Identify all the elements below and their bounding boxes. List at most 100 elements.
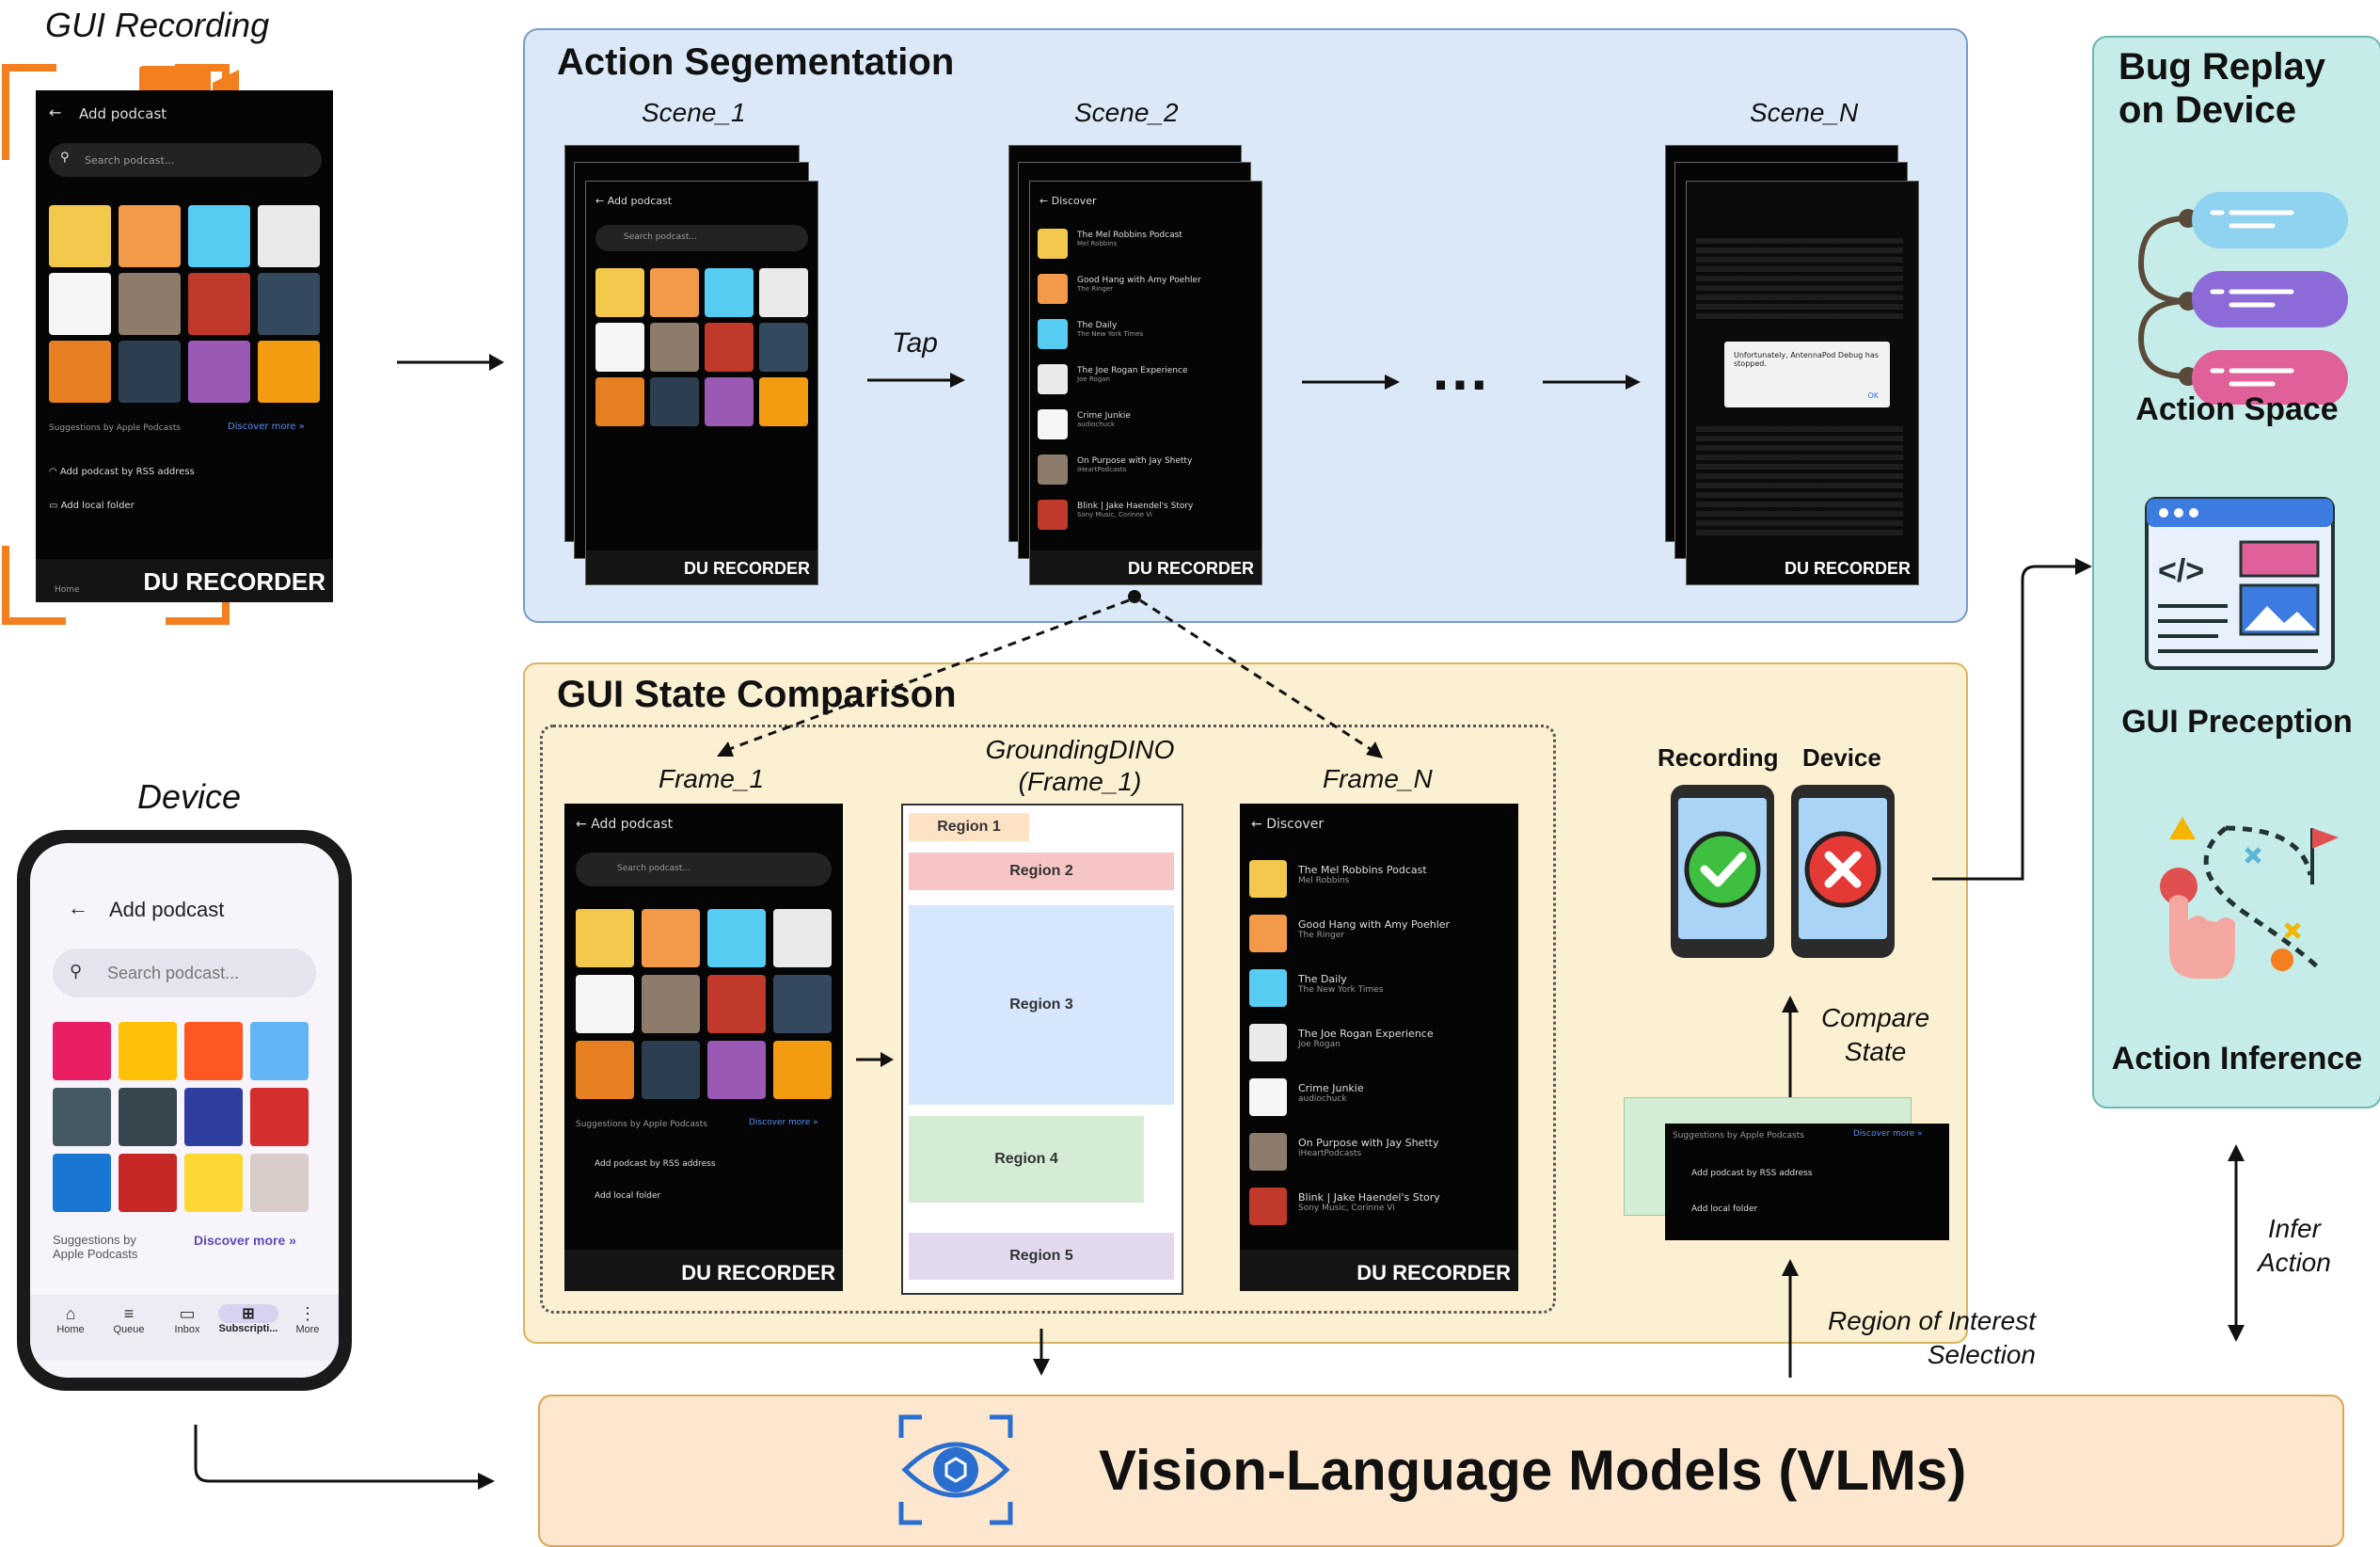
podcast-tile[interactable] (119, 1154, 177, 1212)
nav-home[interactable]: ⌂Home (47, 1304, 94, 1335)
podcast-tile[interactable] (595, 323, 644, 372)
error-ok-button[interactable]: OK (1867, 391, 1879, 400)
podcast-tile[interactable] (773, 975, 832, 1033)
error-message: Unfortunately, AntennaPod Debug has stop… (1734, 351, 1879, 368)
podcast-tile[interactable] (250, 1088, 309, 1146)
podcast-tile[interactable] (576, 909, 634, 967)
scene-n-label: Scene_N (1750, 98, 1859, 127)
podcast-tile[interactable] (119, 1088, 177, 1146)
podcast-tile[interactable] (184, 1154, 243, 1212)
podcast-tile[interactable] (705, 377, 754, 426)
arrow-compare-state (1782, 996, 1799, 1101)
back-arrow-icon[interactable]: ← (49, 104, 62, 121)
podcast-tile[interactable] (576, 975, 634, 1033)
search-input[interactable]: Search podcast... (595, 225, 808, 251)
roi-rss[interactable]: Add podcast by RSS address (1691, 1169, 1813, 1178)
podcast-thumb (1249, 915, 1287, 952)
podcast-tile[interactable] (759, 377, 808, 426)
podcast-tile[interactable] (49, 341, 111, 403)
nav-home[interactable]: Home (55, 585, 80, 595)
podcast-tile[interactable] (773, 909, 832, 967)
podcast-tile[interactable] (119, 341, 181, 403)
action-space-icon (2137, 192, 2348, 405)
back-arrow-icon[interactable]: ← (68, 896, 88, 919)
podcast-tile[interactable] (188, 273, 250, 335)
podcast-tile[interactable] (759, 268, 808, 317)
search-input[interactable]: ⚲ Search podcast... (49, 143, 322, 177)
nav-inbox[interactable]: ▭Inbox (164, 1304, 211, 1335)
scene-2-header: ← Discover (1039, 195, 1097, 207)
podcast-tile[interactable] (707, 975, 766, 1033)
podcast-tile[interactable] (576, 1041, 634, 1099)
podcast-tile[interactable] (707, 1041, 766, 1099)
podcast-tile[interactable] (49, 205, 111, 267)
search-input[interactable]: Search podcast... (576, 853, 832, 886)
podcast-tile[interactable] (250, 1022, 309, 1080)
podcast-thumb (1038, 274, 1068, 304)
podcast-title: Crime Junkie (1077, 411, 1131, 421)
search-icon: ⚲ (70, 962, 83, 981)
podcast-tile[interactable] (650, 323, 699, 372)
podcast-tile[interactable] (258, 273, 320, 335)
podcast-thumb (1249, 1188, 1287, 1225)
podcast-tile[interactable] (53, 1022, 111, 1080)
podcast-tile[interactable] (650, 268, 699, 317)
podcast-tile[interactable] (642, 909, 700, 967)
podcast-sub: The New York Times (1077, 330, 1144, 338)
podcast-tile[interactable] (250, 1154, 309, 1212)
podcast-sub: The Ringer (1298, 931, 1345, 940)
local-folder-item[interactable]: ▭ Add local folder (49, 501, 135, 511)
podcast-tile[interactable] (188, 341, 250, 403)
podcast-tile[interactable] (258, 341, 320, 403)
roi-local-folder[interactable]: Add local folder (1691, 1204, 1758, 1214)
podcast-tile[interactable] (184, 1022, 243, 1080)
nav-queue[interactable]: ≡Queue (105, 1304, 152, 1335)
action-segmentation-title: Action Segementation (557, 41, 955, 83)
podcast-tile[interactable] (119, 205, 181, 267)
podcast-tile[interactable] (184, 1088, 243, 1146)
nav-more[interactable]: ⋮More (284, 1304, 331, 1335)
podcast-tile[interactable] (642, 975, 700, 1033)
podcast-tile[interactable] (650, 377, 699, 426)
podcast-tile[interactable] (119, 273, 181, 335)
search-input[interactable]: ⚲ Search podcast... (53, 949, 316, 997)
rss-item[interactable]: Add podcast by RSS address (595, 1159, 716, 1169)
podcast-tile[interactable] (49, 273, 111, 335)
rss-item[interactable]: ◠ Add podcast by RSS address (49, 467, 195, 477)
back-arrow-icon: ← (1251, 817, 1267, 832)
du-recorder-watermark: DU RECORDER (683, 559, 810, 578)
podcast-thumb (1038, 319, 1068, 349)
discover-more-link[interactable]: Discover more » (228, 422, 305, 432)
podcast-tile[interactable] (759, 323, 808, 372)
nav-subscriptions[interactable]: ⊞Subscripti... (218, 1304, 278, 1334)
more-icon: ⋮ (299, 1304, 316, 1323)
podcast-tile[interactable] (258, 205, 320, 267)
grounding-title-line1: GroundingDINO (985, 735, 1175, 764)
nav-subscriptions-label: Subscripti... (218, 1323, 278, 1334)
podcast-tile[interactable] (705, 268, 754, 317)
podcast-tile[interactable] (53, 1088, 111, 1146)
discover-more-link[interactable]: Discover more » (194, 1233, 296, 1248)
podcast-tile[interactable] (707, 909, 766, 967)
podcast-title: Blink | Jake Haendel's Story (1298, 1191, 1440, 1204)
region-2: Region 2 (909, 853, 1174, 890)
roi-discover-more[interactable]: Discover more » (1853, 1129, 1923, 1139)
discover-more-link[interactable]: Discover more » (749, 1118, 818, 1127)
local-folder-item[interactable]: Add local folder (595, 1191, 661, 1201)
podcast-tile[interactable] (705, 323, 754, 372)
podcast-tile[interactable] (773, 1041, 832, 1099)
podcast-tile[interactable] (595, 377, 644, 426)
podcast-tile[interactable] (642, 1041, 700, 1099)
podcast-tile[interactable] (595, 268, 644, 317)
podcast-tile[interactable] (119, 1022, 177, 1080)
bottom-nav: Home (36, 559, 333, 602)
podcast-tile[interactable] (53, 1154, 111, 1212)
search-placeholder: Search podcast... (617, 864, 690, 873)
podcast-grid (49, 205, 325, 407)
suggestions-label: Suggestions by Apple Podcasts (49, 423, 181, 433)
podcast-grid (576, 909, 835, 1103)
podcast-tile[interactable] (188, 205, 250, 267)
error-dialog: Unfortunately, AntennaPod Debug has stop… (1724, 342, 1890, 407)
